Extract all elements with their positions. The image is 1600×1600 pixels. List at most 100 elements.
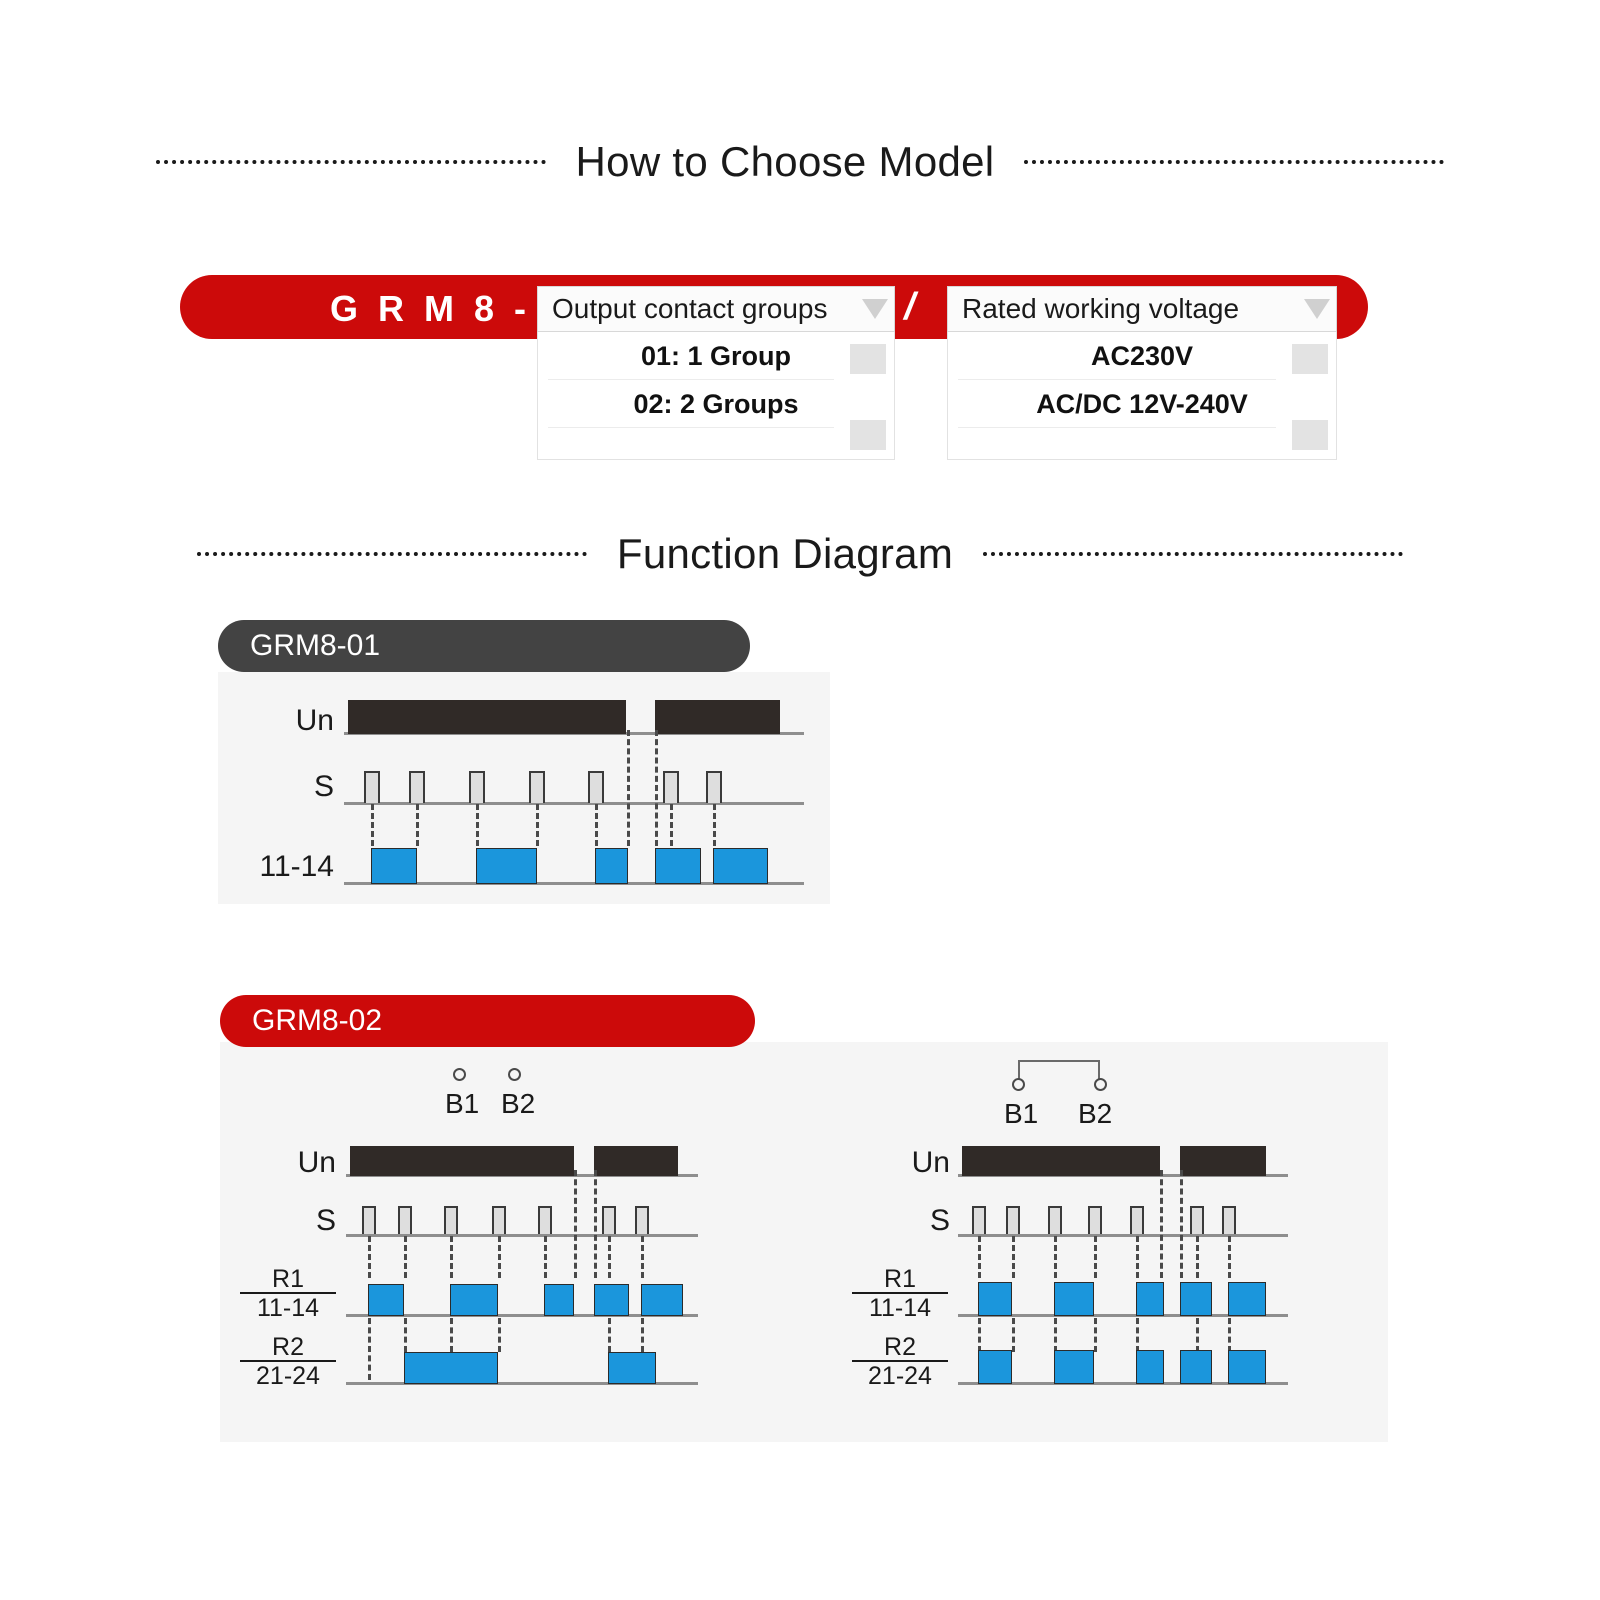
- timing-marker: [1160, 1170, 1163, 1278]
- grm8-02-variant-bridged: B1 B2 Un S R1 11-14: [840, 1042, 1400, 1442]
- row-label-r1-bottom: 11-14: [852, 1292, 948, 1321]
- s-pulse: [706, 771, 722, 803]
- chevron-down-icon[interactable]: [1304, 299, 1330, 319]
- s-pulse: [398, 1206, 412, 1234]
- dropdown-header-label: Rated working voltage: [962, 293, 1240, 324]
- s-pulse: [364, 771, 380, 803]
- row-label-r1-top: R1: [272, 1265, 304, 1293]
- header-dash-right: [983, 552, 1404, 556]
- timing-marker: [416, 804, 419, 846]
- timing-marker: [595, 804, 598, 846]
- relay-pulse: [608, 1352, 656, 1384]
- timing-marker: [1196, 1236, 1199, 1278]
- s-pulse: [602, 1206, 616, 1234]
- terminal-label-b2: B2: [1078, 1098, 1113, 1129]
- terminal-ring-b1: [453, 1068, 466, 1081]
- un-supply-block: [350, 1146, 574, 1176]
- terminal-label-b2: B2: [501, 1088, 536, 1119]
- timing-marker: [641, 1236, 644, 1278]
- relay-pulse: [595, 848, 628, 884]
- timing-marker: [1136, 1318, 1139, 1352]
- row-label-r1: R1 11-14: [852, 1266, 948, 1322]
- dropdown-rated-working-voltage[interactable]: Rated working voltage AC230V AC/DC 12V-2…: [947, 286, 1337, 460]
- relay-pulse: [1054, 1282, 1094, 1316]
- relay-pulse: [1136, 1350, 1164, 1384]
- grm8-01-waveforms: Un S 11-14: [218, 672, 830, 904]
- dropdown-header[interactable]: Rated working voltage: [947, 286, 1337, 332]
- timing-marker: [978, 1318, 981, 1352]
- dropdown-option-label: AC/DC 12V-240V: [1036, 388, 1248, 419]
- row-label-11-14: 11-14: [259, 850, 334, 883]
- timing-marker: [627, 730, 630, 846]
- dropdown-option-label: AC230V: [1090, 340, 1194, 371]
- s-pulse: [538, 1206, 552, 1234]
- timing-marker: [670, 804, 673, 846]
- timing-marker: [1094, 1236, 1097, 1278]
- un-supply-block: [1180, 1146, 1266, 1176]
- relay-pulse: [655, 848, 701, 884]
- un-supply-block: [594, 1146, 678, 1176]
- choose-model-header: How to Choose Model: [0, 138, 1600, 186]
- s-pulse: [635, 1206, 649, 1234]
- relay-pulse: [1054, 1350, 1094, 1384]
- timing-marker: [713, 804, 716, 846]
- scroll-nub-top[interactable]: [1292, 344, 1328, 374]
- scroll-nub-bottom[interactable]: [850, 420, 886, 450]
- terminal-label-b1: B1: [445, 1088, 480, 1119]
- row-label-s: S: [313, 770, 334, 803]
- scroll-nub-top[interactable]: [850, 344, 886, 374]
- s-pulse: [663, 771, 679, 803]
- dropdown-option[interactable]: AC230V: [948, 332, 1336, 380]
- timing-marker: [655, 730, 658, 846]
- row-label-un: Un: [295, 704, 334, 737]
- relay-pulse: [404, 1352, 498, 1384]
- row-label-s: S: [315, 1204, 336, 1237]
- relay-pulse: [1136, 1282, 1164, 1316]
- relay-pulse: [1228, 1282, 1266, 1316]
- timing-marker: [1012, 1236, 1015, 1278]
- timing-marker: [1228, 1318, 1231, 1352]
- function-diagram-title: Function Diagram: [616, 530, 954, 577]
- dropdown-header-label: Output contact groups: [552, 293, 828, 324]
- un-supply-block: [655, 700, 780, 734]
- dropdown-output-contact-groups[interactable]: Output contact groups 01: 1 Group 02: 2 …: [537, 286, 895, 460]
- dropdown-options-list[interactable]: AC230V AC/DC 12V-240V: [947, 332, 1337, 460]
- row-label-r1-top: R1: [884, 1265, 916, 1293]
- scroll-nub-bottom[interactable]: [1292, 420, 1328, 450]
- timing-marker: [371, 804, 374, 846]
- s-pulse: [469, 771, 485, 803]
- timing-marker: [1180, 1170, 1183, 1278]
- row-label-un: Un: [297, 1146, 336, 1179]
- relay-baseline: [958, 1314, 1288, 1317]
- row-label-r2-top: R2: [884, 1333, 916, 1361]
- row-label-r2-bottom: 21-24: [240, 1360, 336, 1389]
- s-pulse: [492, 1206, 506, 1234]
- timing-marker: [368, 1236, 371, 1278]
- row-label-r2: R2 21-24: [240, 1334, 336, 1390]
- bridge-wire: [1018, 1060, 1100, 1080]
- relay-pulse: [594, 1284, 629, 1316]
- relay-pulse: [544, 1284, 574, 1316]
- s-baseline: [958, 1234, 1288, 1237]
- timing-marker: [544, 1236, 547, 1278]
- dropdown-option[interactable]: 02: 2 Groups: [538, 380, 894, 428]
- relay-pulse: [1228, 1350, 1266, 1384]
- chevron-down-icon[interactable]: [862, 299, 888, 319]
- relay-pulse: [641, 1284, 683, 1316]
- relay-pulse: [978, 1350, 1012, 1384]
- dropdown-options-list[interactable]: 01: 1 Group 02: 2 Groups: [537, 332, 895, 460]
- terminal-ring-b2: [1094, 1078, 1107, 1091]
- timing-marker: [608, 1318, 611, 1352]
- row-label-un: Un: [911, 1146, 950, 1179]
- relay-pulse: [368, 1284, 404, 1316]
- timing-marker: [594, 1170, 597, 1278]
- dropdown-option-label: 01: 1 Group: [640, 340, 792, 371]
- grm8-02-banner: GRM8-02: [220, 995, 755, 1047]
- dropdown-header[interactable]: Output contact groups: [537, 286, 895, 332]
- model-prefix-label: G R M 8 -: [330, 288, 532, 329]
- dropdown-option[interactable]: 01: 1 Group: [538, 332, 894, 380]
- relay-pulse: [1180, 1350, 1212, 1384]
- timing-marker: [1012, 1318, 1015, 1352]
- dropdown-option[interactable]: AC/DC 12V-240V: [948, 380, 1336, 428]
